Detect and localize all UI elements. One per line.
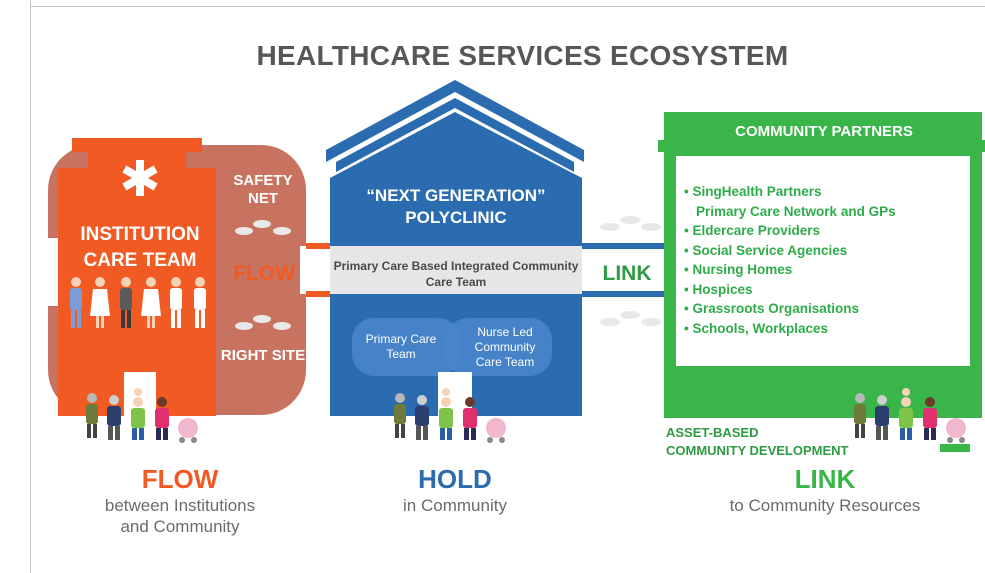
link-band xyxy=(582,249,668,291)
people-group-icon xyxy=(86,388,966,443)
asset-line-1: ASSET-BASED xyxy=(666,425,759,440)
integrated-team-text: Primary Care Based Integrated Community … xyxy=(333,259,579,289)
flow-label: FLOW xyxy=(233,262,295,285)
pill-primary-care xyxy=(352,318,460,376)
right-site-label: RIGHT SITE xyxy=(220,347,306,364)
community-building xyxy=(658,112,985,458)
primary-care-team-label: Primary Care Team xyxy=(365,332,437,361)
list-item: • Social Service Agencies xyxy=(684,242,848,258)
nurse-led-team-label: Nurse Led Community Care Team xyxy=(474,325,536,369)
list-item: • Grassroots Organisations xyxy=(684,301,860,316)
frame-top-border xyxy=(30,6,985,7)
institution-care-team-title: INSTITUTION CARE TEAM xyxy=(80,224,200,271)
list-item: • Schools, Workplaces xyxy=(684,320,829,336)
hold-caption-line-1: in Community xyxy=(403,496,507,515)
page-title: HEALTHCARE SERVICES ECOSYSTEM xyxy=(256,40,789,71)
hold-caption-word: HOLD xyxy=(418,464,492,494)
link-band-bottom xyxy=(582,291,668,297)
link-band-top xyxy=(582,243,668,249)
list-item: • Nursing Homes xyxy=(684,262,793,277)
flow-band xyxy=(300,246,330,294)
medical-star-icon xyxy=(122,160,158,196)
hold-caption: HOLD in Community xyxy=(345,464,565,516)
asset-based-label: ASSET-BASED COMMUNITY DEVELOPMENT xyxy=(666,424,926,460)
list-item: • Eldercare Providers xyxy=(684,223,821,238)
asset-line-2: COMMUNITY DEVELOPMENT xyxy=(666,443,849,458)
flow-caption-line-1: between Institutions xyxy=(104,496,256,515)
safety-net-label: SAFETY NET xyxy=(233,172,293,207)
list-item: • SingHealth Partners xyxy=(684,184,822,199)
link-label: LINK xyxy=(602,262,652,285)
flow-caption: FLOW between Institutions and Community xyxy=(70,464,290,537)
community-partners-title: COMMUNITY PARTNERS xyxy=(735,123,913,140)
pill-nurse-led xyxy=(446,318,552,376)
link-caption: LINK to Community Resources xyxy=(700,464,950,516)
flow-band-top xyxy=(306,243,330,249)
link-caption-line-1: to Community Resources xyxy=(729,496,921,515)
community-partners-list: • SingHealth Partners Primary Care Netwo… xyxy=(684,182,974,338)
flow-band-bottom xyxy=(306,291,330,297)
flow-caption-line-2: and Community xyxy=(120,517,240,536)
link-caption-word: LINK xyxy=(794,464,856,494)
list-item: • Hospices xyxy=(684,281,753,297)
footprints-icon xyxy=(235,216,661,330)
list-item: Primary Care Network and GPs xyxy=(696,203,896,219)
polyclinic-band xyxy=(330,246,582,294)
flow-caption-word: FLOW xyxy=(141,464,219,494)
frame-left-border xyxy=(30,0,31,573)
care-staff-figures xyxy=(70,277,206,328)
polyclinic-title: “NEXT GENERATION” POLYCLINIC xyxy=(366,186,546,227)
